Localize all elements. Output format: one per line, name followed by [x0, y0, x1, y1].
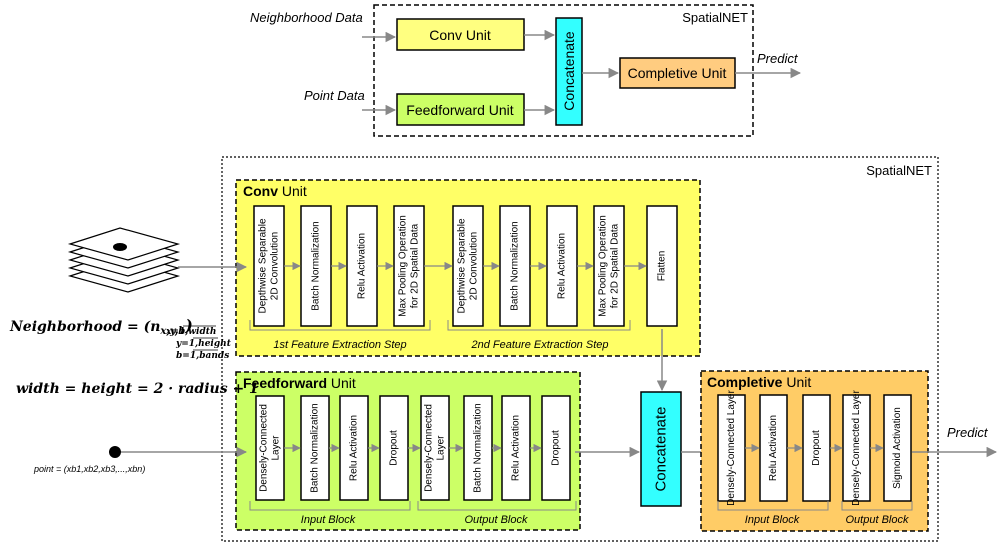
point-data-label: Point Data	[304, 88, 365, 103]
conv-step1-bracket	[249, 320, 431, 331]
layer-box	[255, 395, 285, 501]
overview-feedforward-unit-label: Feedforward Unit	[406, 102, 513, 118]
layer-label: Sigmoid Activation	[892, 407, 903, 489]
layer-label: Depthwise Separable	[457, 218, 468, 313]
layer-box	[646, 205, 678, 327]
point-label: point = (xb1,xb2,xb3,...,xbn)	[33, 464, 145, 474]
layer-label: 2D Convolution	[469, 232, 480, 300]
layer-box	[501, 395, 531, 501]
layer-label: Relu Activation	[349, 415, 360, 481]
layer-label: Batch Normalization	[311, 221, 322, 310]
overview-concatenate-label: Concatenate	[561, 31, 577, 111]
layer-box	[717, 394, 746, 502]
neighborhood-data-label: Neighborhood Data	[250, 10, 363, 25]
width-formula: width = height = 2 · radius + 1	[16, 381, 259, 397]
layer-label: Max Pooling Operation	[598, 215, 609, 317]
layer-box	[463, 395, 493, 501]
comp-input-block-label: Input Block	[745, 514, 800, 526]
overview-completive-unit	[619, 57, 736, 89]
layer-label: Max Pooling Operation	[398, 215, 409, 317]
layer-box	[379, 395, 409, 501]
layer-label: Batch Normalization	[473, 403, 484, 492]
layer-label: Depthwise Separable	[258, 218, 269, 313]
overview-frame	[373, 4, 754, 137]
layer-label: Flatten	[657, 251, 668, 282]
layer-label: Batch Normalization	[310, 403, 321, 492]
conv-step2-label: 2nd Feature Extraction Step	[471, 339, 609, 351]
comp-input-bracket	[717, 501, 829, 511]
layer-label: for 2D Spatial Data	[610, 223, 621, 308]
detail-predict-label: Predict	[947, 425, 989, 440]
completive-unit-title: Completive Unit	[707, 374, 811, 390]
concatenate-block	[640, 391, 682, 507]
ff-output-bracket	[417, 501, 577, 511]
overview-conv-unit-label: Conv Unit	[429, 27, 491, 43]
layer-box	[842, 394, 871, 502]
ff-input-block-label: Input Block	[301, 514, 356, 526]
layer-label: Densely-Connected	[424, 404, 435, 492]
layer-label: Dropout	[551, 430, 562, 466]
range-b-label: b=1,bands	[176, 351, 229, 361]
conv-step1-label: 1st Feature Extraction Step	[273, 339, 406, 351]
detail-frame	[221, 156, 939, 542]
layer-label: Relu Activation	[357, 233, 368, 299]
completive-layers: Densely-Connected Layer Relu Activation Dr…	[717, 390, 912, 506]
layer-label: for 2D Spatial Data	[410, 223, 421, 308]
overview-frame-title: SpatialNET	[682, 10, 748, 25]
layer-box	[802, 394, 831, 502]
layer-box	[420, 395, 450, 501]
layer-label: Dropout	[389, 430, 400, 466]
layer-box	[541, 395, 571, 501]
layer-label: Layer	[271, 435, 282, 461]
layer-label: Relu Activation	[557, 233, 568, 299]
point-dot-icon	[109, 446, 121, 458]
layer-box	[393, 205, 425, 327]
neighborhood-formula: Neighborhood = (nx,y,b)	[9, 316, 193, 337]
layer-label: 2D Convolution	[270, 232, 281, 300]
overview-feedforward-unit	[396, 93, 525, 126]
layer-box	[883, 394, 912, 502]
overview-predict-label: Predict	[757, 51, 799, 66]
layer-box	[452, 205, 484, 327]
overview-completive-unit-label: Completive Unit	[628, 65, 727, 81]
ff-input-bracket	[249, 501, 411, 511]
neighborhood-stack-icon	[67, 227, 181, 293]
layer-box	[300, 395, 330, 501]
layer-label: Batch Normalization	[510, 221, 521, 310]
range-x-label: x=1,width	[165, 327, 216, 337]
layer-label: Relu Activation	[511, 415, 522, 481]
layer-label: Relu Activation	[768, 415, 779, 481]
overview-concatenate	[555, 17, 583, 126]
layer-label: Densely-Connected Layer	[726, 390, 737, 506]
layer-label: Densely-Connected Layer	[851, 390, 862, 506]
comp-output-block-label: Output Block	[846, 514, 909, 526]
detail-frame-title: SpatialNET	[866, 163, 932, 178]
overview-conv-unit	[396, 18, 525, 51]
layer-box	[546, 205, 578, 327]
layer-label: Densely-Connected	[259, 404, 270, 492]
layer-label: Dropout	[811, 430, 822, 466]
layer-box	[499, 205, 531, 327]
conv-unit-title: Conv Unit	[243, 183, 307, 199]
range-y-label: y=1,height	[175, 339, 232, 349]
concatenate-label: Concatenate	[653, 406, 670, 491]
detail-diagram: SpatialNET Conv Unit Depthwise Separable…	[9, 156, 998, 542]
layer-label: Layer	[436, 435, 447, 461]
comp-output-bracket	[841, 501, 913, 511]
overview-diagram: SpatialNET Neighborhood Data Point Data …	[250, 4, 802, 137]
ff-output-block-label: Output Block	[465, 514, 528, 526]
layer-box	[593, 205, 625, 327]
feedforward-unit-title: Feedforward Unit	[243, 375, 356, 391]
conv-step2-bracket	[447, 320, 631, 331]
